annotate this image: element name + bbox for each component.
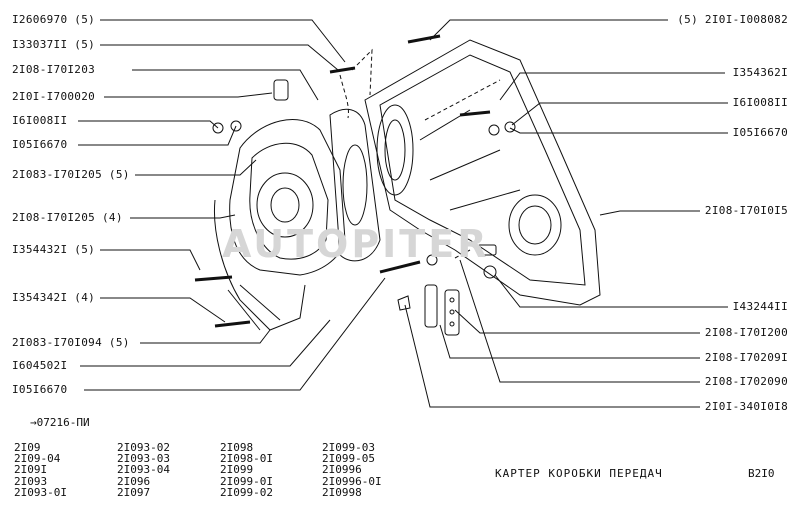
model-column-3: 2I098 2I098-0I 2I099 2I099-0I 2I099-02 [220,442,273,498]
model-item: 2I093-02 [117,441,170,454]
model-item: 2I0998 [322,485,362,499]
part-label-left-12: I604502I [12,359,68,372]
part-label-left-2: I33037II (5) [12,38,96,51]
model-item: 2I093-04 [117,463,170,477]
model-item: 2I099-05 [322,452,375,466]
part-label-left-10: I354342I (4) [12,291,96,304]
model-item: 2I099 [220,463,254,477]
model-column-4: 2I099-03 2I099-05 2I0996 2I0996-0I 2I099… [322,442,382,498]
model-column-2: 2I093-02 2I093-03 2I093-04 2I096 2I097 [117,442,170,498]
part-label-right-1: (5) 2I0I-I008082 [677,13,788,26]
part-label-left-5: I6I008II [12,114,68,127]
model-item: 2I09I [14,463,48,477]
part-label-left-6: I05I6670 [12,138,68,151]
model-item: 2I096 [117,474,151,488]
part-label-right-2: I354362I [732,66,788,79]
part-label-right-10: 2I0I-340I0I8 [704,400,788,413]
legend-note: →07216-ПИ [30,416,90,429]
part-label-right-7: 2I08-I70I200 [704,326,788,339]
part-label-left-1: I2606970 (5) [12,13,96,26]
model-item: 2I099-03 [322,441,375,454]
model-item: 2I099-02 [220,485,273,499]
model-item: 2I093 [14,474,48,488]
part-label-left-11: 2I083-I70I094 (5) [12,336,130,349]
part-label-right-5: 2I08-I70I0I5 [704,204,788,217]
diagram-code: B2I0 [748,467,775,480]
part-label-right-3: I6I008II [732,96,788,109]
part-label-left-4: 2I0I-I700020 [12,90,96,103]
model-item: 2I098 [220,441,254,454]
model-item: 2I097 [117,485,151,499]
model-column-1: 2I09 2I09-04 2I09I 2I093 2I093-0I [14,442,67,498]
part-label-left-13: I05I6670 [12,383,68,396]
part-label-left-8: 2I08-I70I205 (4) [12,211,123,224]
model-item: 2I0996-0I [322,474,382,488]
model-item: 2I093-03 [117,452,170,466]
model-item: 2I0996 [322,463,362,477]
part-label-right-4: I05I6670 [732,126,788,139]
part-label-left-7: 2I083-I70I205 (5) [12,168,130,181]
model-item: 2I098-0I [220,452,273,466]
model-item: 2I099-0I [220,474,273,488]
watermark: AUTOPITER [222,222,490,266]
part-label-right-8: 2I08-I70209I [704,351,788,364]
model-item: 2I09-04 [14,452,61,466]
part-label-left-3: 2I08-I70I203 [12,63,96,76]
part-label-right-6: I43244II [732,300,788,313]
part-label-left-9: I354432I (5) [12,243,96,256]
diagram-title: КАРТЕР КОРОБКИ ПЕРЕДАЧ [495,467,663,480]
model-item: 2I09 [14,441,41,454]
part-label-right-9: 2I08-I702090 [704,375,788,388]
model-item: 2I093-0I [14,485,67,499]
